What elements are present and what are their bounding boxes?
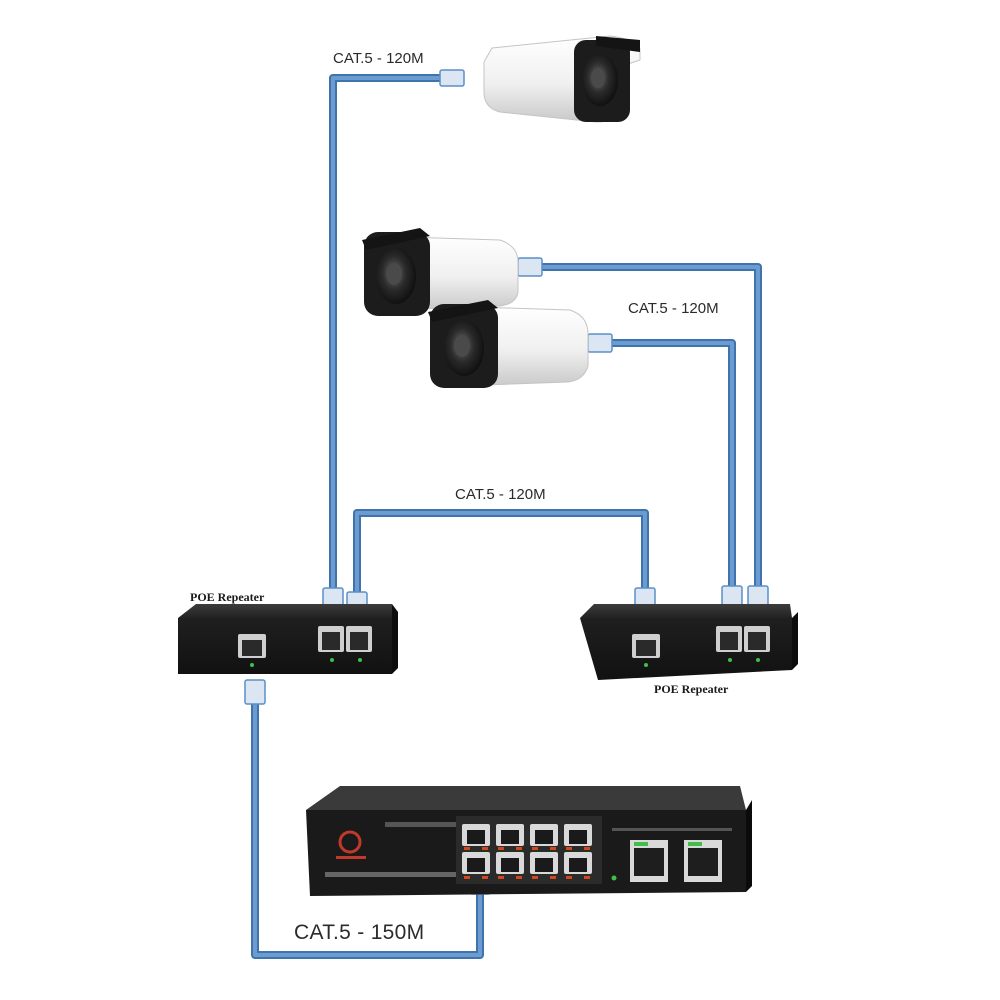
cable-camera1-to-left-repeater [329,74,454,604]
poe-repeater-left-label: POE Repeater [190,590,265,604]
cable-label-switch: CAT.5 - 150M [294,921,425,944]
cable-switch-to-left-repeater [251,686,484,959]
poe-repeater-right-icon [580,604,798,680]
poe-repeater-left-icon [178,604,398,674]
camera-bottom-icon [428,300,589,388]
cable-label-camera-pair: CAT.5 - 120M [628,300,719,317]
cable-camera3-to-right-repeater [604,339,736,604]
camera-top-icon [483,35,641,123]
poe-repeater-right-label: POE Repeater [654,682,729,696]
cable-label-camera1: CAT.5 - 120M [333,50,424,67]
cable-repeater-link [353,509,649,609]
cable-label-repeater-link: CAT.5 - 120M [455,486,546,503]
cable-camera2-to-right-repeater [536,263,762,604]
camera-middle-icon [362,228,519,316]
rj45-connector-icon [244,69,769,895]
poe-switch-icon [306,786,752,896]
